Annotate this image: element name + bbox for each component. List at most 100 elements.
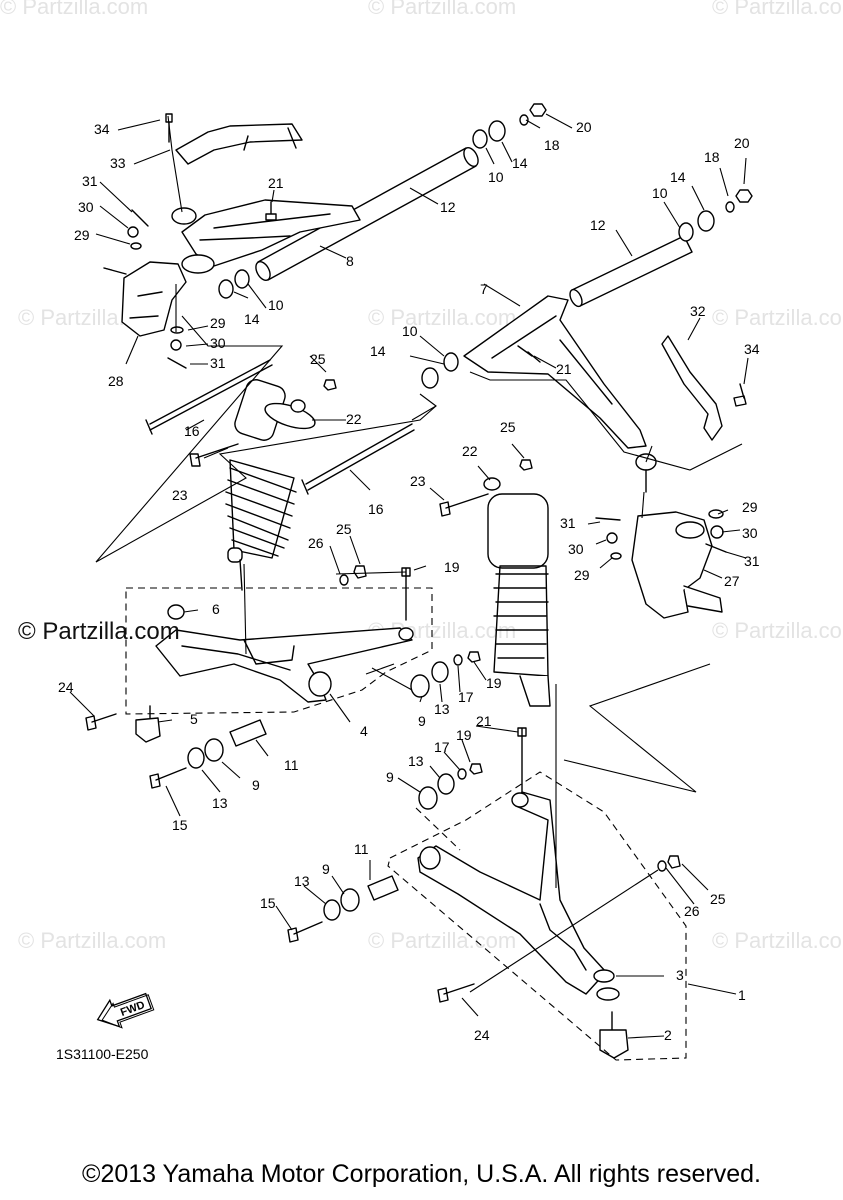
callout-8: 8 bbox=[346, 253, 354, 269]
bushing-10-mid bbox=[443, 352, 459, 372]
callout-30-a: 30 bbox=[78, 199, 94, 215]
grease-nipple-22-mid bbox=[517, 345, 541, 363]
callout-6: 6 bbox=[212, 601, 220, 617]
callout-15-b: 15 bbox=[260, 895, 276, 911]
tube-12-upper-end2 bbox=[463, 147, 479, 167]
nut-19-mid bbox=[467, 651, 481, 663]
nut-20-right bbox=[735, 189, 753, 203]
bolt-34-right bbox=[733, 383, 747, 407]
watermark-top-center: © Partzilla.com bbox=[368, 0, 517, 19]
washer-26-lower bbox=[657, 860, 667, 872]
washer-29-right-a bbox=[610, 552, 622, 560]
callout-10-a: 10 bbox=[488, 169, 504, 185]
bracket-33 bbox=[175, 123, 303, 165]
callout-22-a: 21 bbox=[268, 175, 284, 191]
callout-29-b: 29 bbox=[210, 315, 226, 331]
callout-10-c: 10 bbox=[402, 323, 418, 339]
bushing-14-left bbox=[218, 279, 234, 299]
callout-34-b: 34 bbox=[744, 341, 760, 357]
lower-arm-4 bbox=[155, 627, 413, 703]
bolt-24-right-upper bbox=[439, 493, 489, 517]
callout-1: 1 bbox=[738, 987, 746, 1003]
bushing-10-top bbox=[472, 129, 488, 149]
callout-16-a: 16 bbox=[184, 423, 200, 439]
bushing-13-mid bbox=[431, 661, 449, 683]
callout-26-a: 26 bbox=[308, 535, 324, 551]
bolt-24-lower-right bbox=[437, 983, 475, 1003]
callout-25-c: 25 bbox=[336, 521, 352, 537]
washer-29-upper bbox=[130, 242, 142, 250]
watermark-top-right: © Partzilla.com bbox=[712, 0, 843, 19]
callout-32: 32 bbox=[690, 303, 706, 319]
callout-23-a: 22 bbox=[346, 411, 362, 427]
washer-18-top bbox=[519, 114, 529, 126]
bushing-14-right bbox=[697, 210, 715, 232]
nut-30-right-a bbox=[606, 532, 618, 544]
callout-10-d: 10 bbox=[652, 185, 668, 201]
callout-2: 2 bbox=[664, 1027, 672, 1043]
diagram-code: 1S31100-E250 bbox=[56, 1046, 149, 1062]
callout-31-c: 31 bbox=[744, 553, 760, 569]
callout-26-b: 26 bbox=[684, 903, 700, 919]
callout-12-a: 12 bbox=[440, 199, 456, 215]
grease-nipple-21-upper bbox=[401, 567, 411, 621]
callout-12-b: 12 bbox=[590, 217, 606, 233]
callout-10-b: 10 bbox=[268, 297, 284, 313]
tube-12-upper-end bbox=[255, 261, 271, 281]
callout-24-a: 23 bbox=[172, 487, 188, 503]
washer-26-upper bbox=[339, 574, 349, 586]
callout-14-a: 14 bbox=[512, 155, 528, 171]
bushing-14-mid bbox=[421, 367, 439, 389]
callout-17-a: 17 bbox=[458, 689, 474, 705]
watermark-partzilla-dark: © Partzilla.com bbox=[18, 618, 180, 645]
callout-31-a: 31 bbox=[82, 173, 98, 189]
watermark-row3-right: © Partzilla.com bbox=[712, 618, 843, 643]
ball-joint-5 bbox=[135, 705, 161, 743]
callout-23-b: 22 bbox=[462, 443, 478, 459]
callout-25-b: 25 bbox=[500, 419, 516, 435]
circlip-3 bbox=[593, 969, 615, 983]
callout-24-c: 24 bbox=[58, 679, 74, 695]
callout-21-a: 19 bbox=[444, 559, 460, 575]
callout-29-a: 29 bbox=[74, 227, 90, 243]
nut-30-upper bbox=[127, 226, 139, 238]
fwd-arrow-icon: FWD bbox=[96, 992, 155, 1029]
callout-31-b: 31 bbox=[210, 355, 226, 371]
callout-13-c: 13 bbox=[408, 753, 424, 769]
callout-13-d: 13 bbox=[294, 873, 310, 889]
cotter-pin-31-right-a bbox=[595, 517, 621, 521]
callout-16-b: 16 bbox=[368, 501, 384, 517]
shock-absorber-23-right bbox=[483, 477, 551, 707]
bolt-24-lower-left bbox=[85, 713, 117, 731]
callout-7: 7 bbox=[480, 281, 488, 297]
callout-33: 33 bbox=[110, 155, 126, 171]
bolt-15-right bbox=[287, 921, 323, 943]
washer-18-right bbox=[725, 201, 735, 213]
nut-25-b bbox=[519, 459, 533, 471]
bushing-14-top bbox=[488, 120, 506, 142]
callout-29-d: 29 bbox=[574, 567, 590, 583]
grease-nipple-22-upper bbox=[265, 201, 277, 221]
cotter-pin-31-lower bbox=[167, 357, 187, 369]
tube-12-right bbox=[571, 235, 693, 307]
bushing-9-right bbox=[340, 888, 360, 912]
nut-25-d bbox=[667, 855, 681, 869]
bushing-13-left bbox=[187, 747, 205, 769]
callout-22-b: 21 bbox=[556, 361, 572, 377]
nut-30-right-b bbox=[710, 525, 724, 539]
bushing-6 bbox=[167, 604, 185, 620]
callout-14-d: 14 bbox=[670, 169, 686, 185]
callout-29-c: 29 bbox=[742, 499, 758, 515]
watermark-top-left: © Partzilla.com bbox=[0, 0, 149, 19]
grease-nipple-21-lower bbox=[517, 727, 527, 793]
callout-numbers: 34 33 31 30 29 21 8 12 20 18 10 14 10 14… bbox=[58, 119, 760, 1043]
cotter-pin-31-upper bbox=[131, 209, 149, 227]
callout-14-b: 14 bbox=[244, 311, 260, 327]
nut-25-c bbox=[353, 565, 367, 579]
group-box-4 bbox=[125, 587, 433, 715]
callout-9-c: 9 bbox=[386, 769, 394, 785]
callout-15-a: 15 bbox=[172, 817, 188, 833]
callout-30-d: 30 bbox=[568, 541, 584, 557]
callout-25-d: 25 bbox=[710, 891, 726, 907]
spindle-27 bbox=[683, 585, 723, 613]
